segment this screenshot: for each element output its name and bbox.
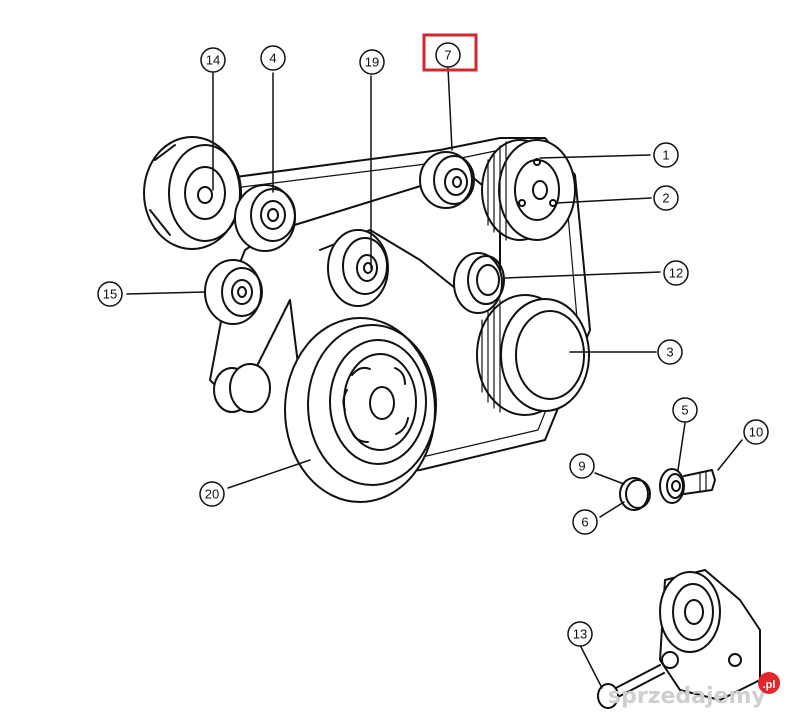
pulley-14	[143, 136, 242, 250]
callout-label-6: 6	[581, 515, 588, 530]
crankshaft-pulley-20	[284, 317, 437, 503]
callout-circle-4	[260, 45, 286, 71]
tensioner-pulley	[213, 363, 271, 413]
callout-label-10: 10	[749, 425, 763, 440]
callout-label-13: 13	[573, 627, 587, 642]
callout-label-7: 7	[444, 48, 451, 63]
callout-circle-13	[567, 621, 593, 647]
callout-circle-2	[653, 185, 679, 211]
callout-circle-3	[657, 339, 683, 365]
callout-label-12: 12	[669, 266, 683, 281]
callout-circle-1	[653, 142, 679, 168]
callout-circle-19	[359, 49, 385, 75]
pulley-3	[476, 294, 590, 416]
callout-label-14: 14	[206, 53, 220, 68]
callout-label-2: 2	[662, 191, 669, 206]
idler-pulley-4	[234, 184, 296, 252]
callout-label-20: 20	[205, 487, 219, 502]
callout-circle-5	[672, 397, 698, 423]
highlight-box	[422, 33, 478, 72]
callout-label-4: 4	[269, 51, 276, 66]
idler-pulley-7	[419, 151, 475, 209]
watermark: sprzedajemy .pl	[608, 672, 780, 709]
callout-circle-9	[569, 453, 595, 479]
bolt-part-5-10	[659, 468, 716, 504]
tensioner-assembly-13	[597, 569, 761, 709]
callout-circle-7	[435, 42, 461, 68]
callout-label-5: 5	[681, 403, 688, 418]
callout-label-1: 1	[662, 148, 669, 163]
idler-pulley-12	[453, 252, 505, 314]
idler-pulley-19	[327, 229, 389, 307]
leader-lines	[126, 67, 743, 689]
callout-circle-14	[200, 47, 226, 73]
callout-label-3: 3	[666, 345, 673, 360]
callout-circle-15	[97, 281, 123, 307]
callout-circle-12	[663, 260, 689, 286]
watermark-text: sprzedajemy	[608, 684, 766, 709]
callout-label-19: 19	[365, 55, 379, 70]
callout-label-9: 9	[578, 459, 585, 474]
cap-part-9-6	[619, 477, 651, 511]
idler-pulley-15	[204, 259, 263, 325]
pulley-1-2	[481, 139, 576, 241]
callout-label-15: 15	[103, 287, 117, 302]
watermark-badge: .pl	[763, 679, 776, 691]
callout-circle-10	[743, 419, 769, 445]
callout-circle-6	[572, 509, 598, 535]
callout-circle-20	[199, 481, 225, 507]
